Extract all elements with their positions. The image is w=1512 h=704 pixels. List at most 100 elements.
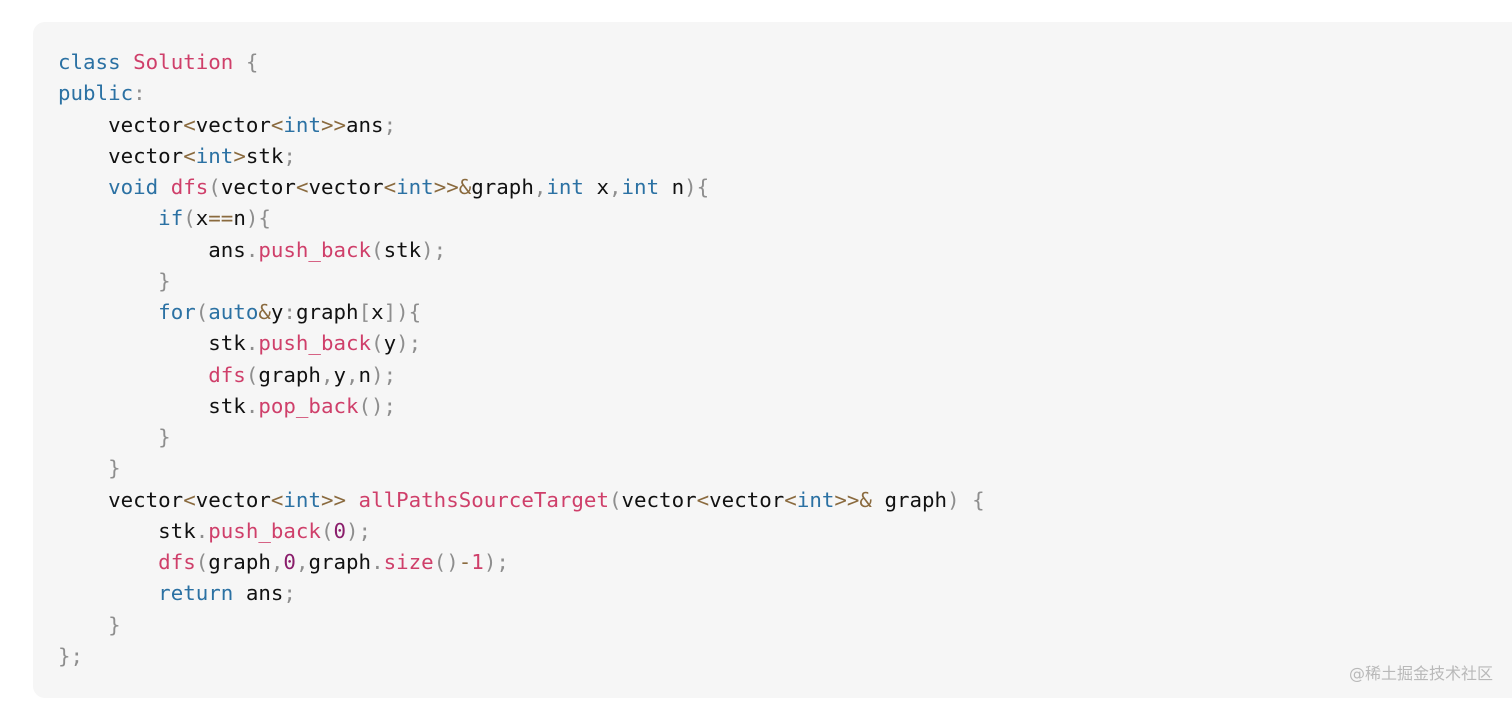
code-line: if(x==n){ — [58, 203, 985, 234]
code-token-punct: ( — [608, 487, 622, 512]
code-token-plain: stk — [245, 143, 284, 168]
code-token-plain — [233, 50, 246, 74]
code-token-keyword: int — [546, 175, 584, 199]
code-token-punct: . — [245, 237, 259, 262]
code-token-punct: } — [158, 268, 171, 293]
code-token-punct: . — [245, 393, 259, 418]
code-token-operator: < — [270, 112, 284, 137]
code-token-punct: ( — [183, 206, 196, 231]
code-token-title: dfs — [158, 550, 196, 574]
code-token-plain — [58, 581, 158, 605]
code-token-operator: >> — [320, 487, 347, 512]
code-token-punct: ( — [195, 550, 209, 574]
code-token-keyword: void — [108, 175, 159, 199]
code-token-punct: : — [133, 81, 146, 106]
code-token-punct: ; — [283, 143, 296, 168]
code-token-keyword: int — [283, 112, 321, 137]
code-token-punct: ); — [346, 518, 372, 543]
code-token-plain: vector — [709, 487, 785, 512]
code-token-plain: vector — [58, 143, 184, 168]
code-token-title: push_back — [258, 237, 372, 262]
code-token-plain: graph — [295, 300, 359, 324]
code-token-plain: vector — [220, 175, 296, 199]
code-token-title: 1 — [471, 550, 484, 574]
code-token-punct: , — [609, 175, 622, 199]
code-token-plain: ans — [346, 112, 384, 137]
code-token-plain: graph — [308, 550, 372, 574]
code-token-plain: x — [583, 175, 609, 199]
code-line: stk.push_back(0); — [58, 516, 985, 547]
code-lines: class Solution {public: vector<vector<in… — [58, 47, 985, 672]
code-token-title: size — [383, 550, 434, 574]
code-token-punct: , — [346, 362, 359, 387]
code-line: }; — [58, 641, 985, 672]
code-token-keyword: int — [621, 175, 660, 199]
code-token-punct: . — [195, 518, 209, 543]
code-token-punct: ( — [371, 331, 384, 356]
code-token-operator: < — [270, 487, 284, 512]
code-token-title: dfs — [170, 175, 209, 199]
code-token-operator: >>& — [834, 487, 872, 512]
code-token-punct: { — [245, 50, 259, 74]
code-token-punct: ; — [383, 112, 397, 137]
code-token-keyword: public — [58, 81, 134, 106]
code-token-title: push_back — [258, 331, 372, 356]
code-token-punct: , — [270, 550, 284, 574]
code-token-title: allPathsSourceTarget — [358, 487, 609, 512]
code-token-punct: ( — [208, 175, 221, 199]
code-token-plain: vector — [195, 487, 271, 512]
code-token-punct: } — [158, 425, 171, 449]
code-token-keyword: int — [283, 487, 321, 512]
code-token-plain: vector — [58, 487, 184, 512]
code-token-plain — [58, 456, 108, 480]
code-token-punct: ) { — [947, 487, 985, 512]
code-line: } — [58, 422, 985, 453]
code-line: ans.push_back(stk); — [58, 235, 985, 266]
code-token-plain — [58, 363, 208, 387]
code-line: } — [58, 610, 985, 641]
code-token-plain: graph — [471, 175, 534, 199]
code-token-punct: ); — [421, 237, 447, 262]
code-line: return ans; — [58, 578, 985, 609]
code-token-operator: < — [383, 175, 397, 199]
code-line: vector<vector<int>> allPathsSourceTarget… — [58, 485, 985, 516]
code-token-plain: stk — [58, 518, 196, 543]
code-token-punct: , — [320, 362, 334, 387]
code-token-title: pop_back — [258, 393, 359, 418]
code-token-punct: . — [371, 550, 384, 574]
code-token-plain: vector — [195, 112, 271, 137]
code-line: stk.pop_back(); — [58, 391, 985, 422]
code-token-operator: & — [258, 300, 271, 324]
code-token-punct: ); — [483, 550, 509, 574]
code-token-plain: graph — [871, 487, 948, 512]
code-block: class Solution {public: vector<vector<in… — [33, 22, 1512, 698]
code-token-punct: : — [283, 300, 296, 324]
code-token-plain — [58, 550, 158, 574]
code-token-punct: ]){ — [383, 300, 422, 324]
code-token-plain: n — [233, 206, 246, 231]
code-token-plain: y — [383, 331, 397, 356]
code-token-plain: x — [371, 300, 384, 324]
code-line: } — [58, 453, 985, 484]
code-line: stk.push_back(y); — [58, 328, 985, 359]
code-token-punct: , — [533, 175, 547, 199]
code-token-title: Solution — [133, 50, 234, 74]
code-line: void dfs(vector<vector<int>>&graph,int x… — [58, 172, 985, 203]
code-token-keyword: class — [58, 50, 121, 74]
code-token-plain: graph — [258, 362, 321, 387]
code-token-punct: ( — [195, 300, 209, 324]
code-token-punct: } — [108, 456, 121, 481]
code-token-keyword: if — [158, 206, 184, 231]
code-token-punct: (); — [358, 393, 397, 418]
code-token-operator: < — [183, 487, 196, 512]
code-token-punct: ( — [320, 518, 334, 543]
code-token-plain — [58, 425, 158, 449]
code-line: class Solution { — [58, 47, 985, 78]
code-token-plain: vector — [308, 175, 384, 199]
code-token-punct: ); — [371, 362, 397, 387]
code-token-plain — [346, 488, 359, 512]
code-token-plain — [58, 269, 158, 293]
code-token-plain: vector — [621, 487, 697, 512]
code-token-punct: . — [245, 331, 259, 356]
code-token-keyword: auto — [208, 300, 259, 324]
